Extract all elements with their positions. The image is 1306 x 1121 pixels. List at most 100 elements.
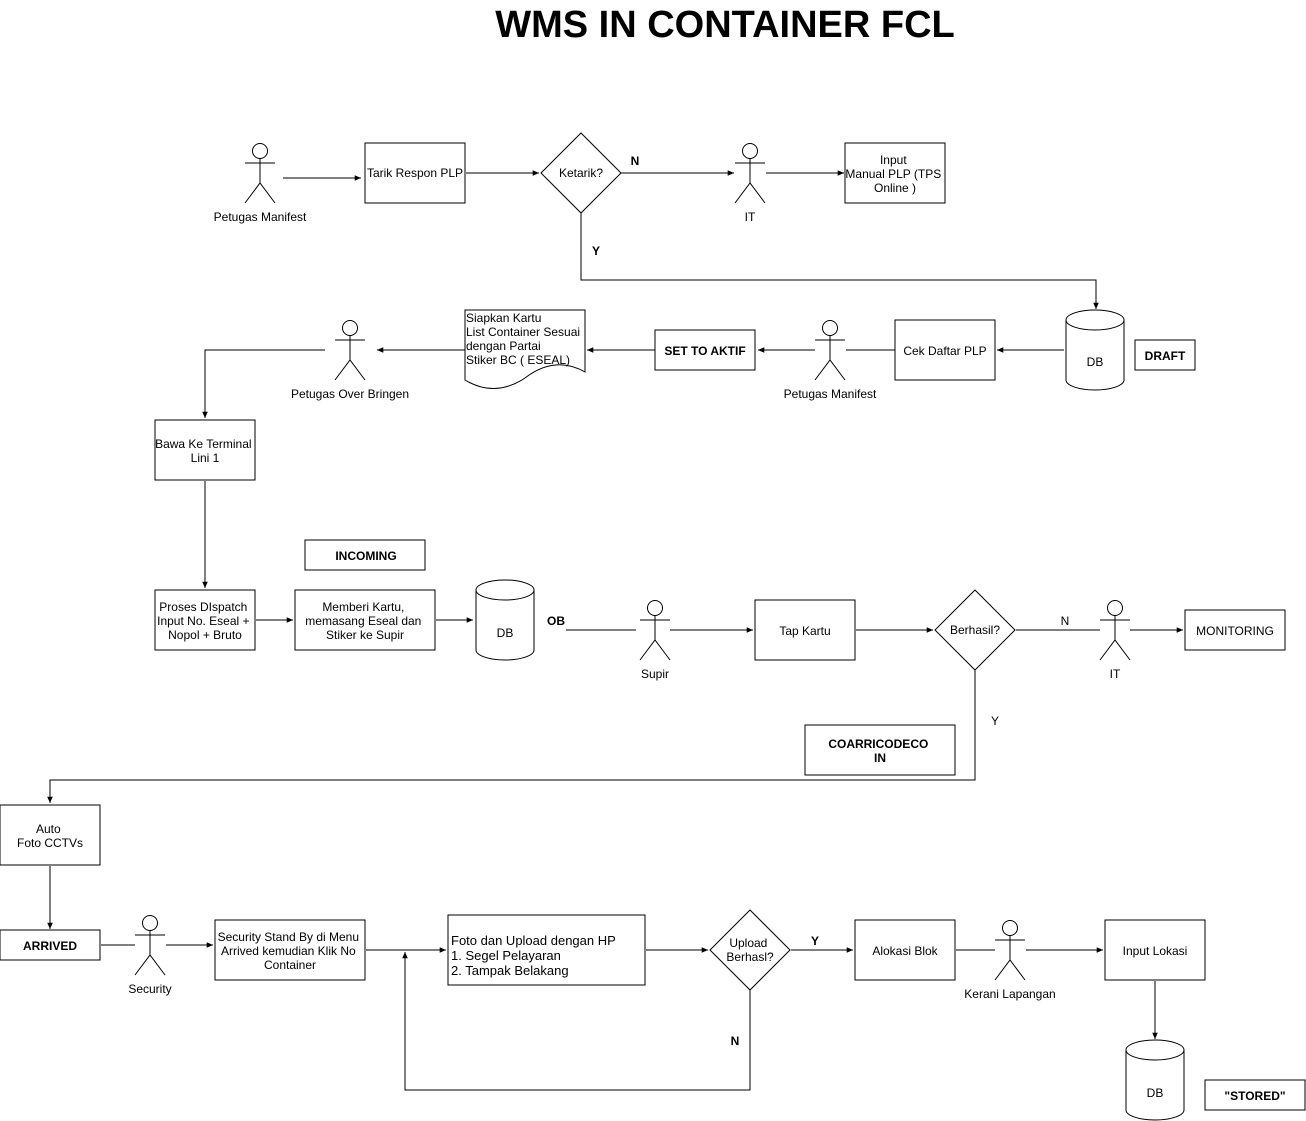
doc-line: List Container Sesuai [466,325,580,339]
actor-label: IT [1110,667,1121,681]
edge-over-bringen-to-bawa [202,349,325,418]
status-line: DRAFT [1145,349,1186,363]
svg-text:INCOMING: INCOMING [335,549,396,563]
svg-text:Security Stand By di Menu: Security Stand By di Menu Arrived kemudi… [218,930,363,972]
decision-upload-berhasil: Upload Berhasl? [709,909,791,991]
box-line: Foto CCTVs [17,836,83,850]
svg-text:COARRICODECO IN: COARRICODECO IN [828,737,931,765]
actor-it-1: IT [734,143,766,224]
process-alokasi-blok: Alokasi Blok [854,919,956,981]
svg-text:Berhasil?: Berhasil? [950,623,1000,637]
process-tarik-respon-plp: Tarik Respon PLP [364,142,466,204]
box-line: Security Stand By di Menu [218,930,359,944]
svg-text:Foto dan Upload dengan HP: Foto dan Upload dengan HP 1. Segel Pelay… [451,933,619,978]
process-auto-foto-cctv: Auto Foto CCTVs [0,804,101,866]
svg-text:Input Manual PLP (TPS: Input Manual PLP (TPS Online ) [845,153,944,195]
process-cek-daftar-plp: Cek Daftar PLP [894,319,996,381]
process-tap-kartu: Tap Kartu [754,599,856,661]
process-security-stand-by: Security Stand By di Menu Arrived kemudi… [214,919,366,981]
svg-text:Tarik Respon PLP: Tarik Respon PLP [367,166,463,180]
box-line: Tap Kartu [779,624,830,638]
db-label: DB [1147,1086,1164,1100]
svg-text:ARRIVED: ARRIVED [23,939,77,953]
box-line: Auto [36,822,61,836]
actor-label: IT [745,210,756,224]
status-stored: "STORED" [1204,1079,1306,1111]
db-label: DB [1087,355,1104,369]
box-line: Cek Daftar PLP [903,344,986,358]
status-coarricodeco-in: COARRICODECO IN [804,724,956,776]
box-line: Alokasi Blok [872,944,938,958]
status-line: IN [874,751,886,765]
page-title: WMS IN CONTAINER FCL [495,4,954,46]
svg-text:Proses DIspatch Input No: Proses DIspatch Input No. Eseal + Nopol … [157,600,253,642]
decision-line: Berhasil? [950,623,1000,637]
svg-text:"STORED": "STORED" [1224,1089,1285,1103]
actor-label: Supir [641,667,669,681]
status-line: ARRIVED [23,939,77,953]
box-line: Arrived kemudian Klik No [221,944,356,958]
box-line: Lini 1 [191,451,220,465]
box-line: Input [880,153,907,167]
status-line: INCOMING [335,549,396,563]
svg-text:Cek Daftar PLP: Cek Daftar PLP [903,344,986,358]
svg-text:Alokasi Blok: Alokasi Blok [872,944,938,958]
box-line: 2. Tampak Belakang [451,963,569,978]
process-foto-upload: Foto dan Upload dengan HP 1. Segel Pelay… [447,914,646,986]
edges [47,170,1183,1091]
document-siapkan-kartu: Siapkan Kartu List Container Sesuai deng… [464,309,586,389]
edge-upload-berhasil-n-loop [402,952,751,1091]
process-memberi-kartu: Memberi Kartu, memasang Eseal dan Stiker… [294,589,436,651]
edge-label-upload-y: Y [811,934,819,948]
box-line: Manual PLP (TPS [845,167,941,181]
box-line: 1. Segel Pelayaran [451,948,561,963]
box-line: Bawa Ke Terminal [155,437,252,451]
actor-label: Petugas Manifest [784,387,877,401]
decision-ketarik: Ketarik? [540,132,622,214]
edge-label-ob: OB [547,614,565,628]
box-line: MONITORING [1196,624,1274,638]
process-set-to-aktif: SET TO AKTIF [654,329,756,371]
status-draft: DRAFT [1134,339,1196,371]
process-input-manual-plp: Input Manual PLP (TPS Online ) [844,142,946,204]
process-input-lokasi: Input Lokasi [1104,919,1206,981]
status-line: "STORED" [1224,1089,1285,1103]
svg-text:Input Lokasi: Input Lokasi [1123,944,1188,958]
box-line: Input Lokasi [1123,944,1188,958]
doc-line: dengan Partai [466,339,541,353]
process-monitoring: MONITORING [1184,609,1286,651]
edge-label-ketarik-n: N [631,154,640,168]
box-line: Tarik Respon PLP [367,166,463,180]
actor-petugas-manifest-1: Petugas Manifest [214,143,307,224]
actor-security: Security [128,915,172,996]
actor-it-2: IT [1099,600,1131,681]
box-line: Nopol + Bruto [168,628,242,642]
decision-line: Upload [729,936,767,950]
svg-text:DRAFT: DRAFT [1145,349,1186,363]
svg-text:Tap Kartu: Tap Kartu [779,624,830,638]
edge-label-upload-n: N [731,1034,740,1048]
edge-label-berhasil-y: Y [991,714,999,728]
box-line: Online ) [874,181,916,195]
edge-ketarik-to-db1 [580,213,1099,309]
decision-line: Berhasl? [726,950,774,964]
svg-text:SET TO AKTIF: SET TO AKTIF [664,344,745,358]
svg-text:Siapkan Kartu List Conta: Siapkan Kartu List Container Sesuai deng… [466,311,583,367]
status-arrived: ARRIVED [0,929,101,961]
database-db-1: DB [1065,309,1125,391]
edge-label-ketarik-y: Y [592,244,600,258]
edge-berhasil-to-auto-foto [47,670,976,803]
decision-berhasil: Berhasil? [934,589,1016,671]
database-db-3: DB [1125,1039,1185,1121]
svg-text:Bawa Ke Terminal Lini 1: Bawa Ke Terminal Lini 1 [155,437,255,465]
box-line: Input No. Eseal + [157,614,249,628]
box-line: Stiker ke Supir [326,628,404,642]
doc-line: Siapkan Kartu [466,311,541,325]
actor-kerani-lapangan: Kerani Lapangan [964,920,1056,1001]
actor-label: Kerani Lapangan [964,987,1055,1001]
box-line: Memberi Kartu, [322,600,404,614]
box-line: Proses DIspatch [159,600,247,614]
svg-text:MONITORING: MONITORING [1196,624,1274,638]
process-proses-dispatch: Proses DIspatch Input No. Eseal + Nopol … [154,589,256,651]
